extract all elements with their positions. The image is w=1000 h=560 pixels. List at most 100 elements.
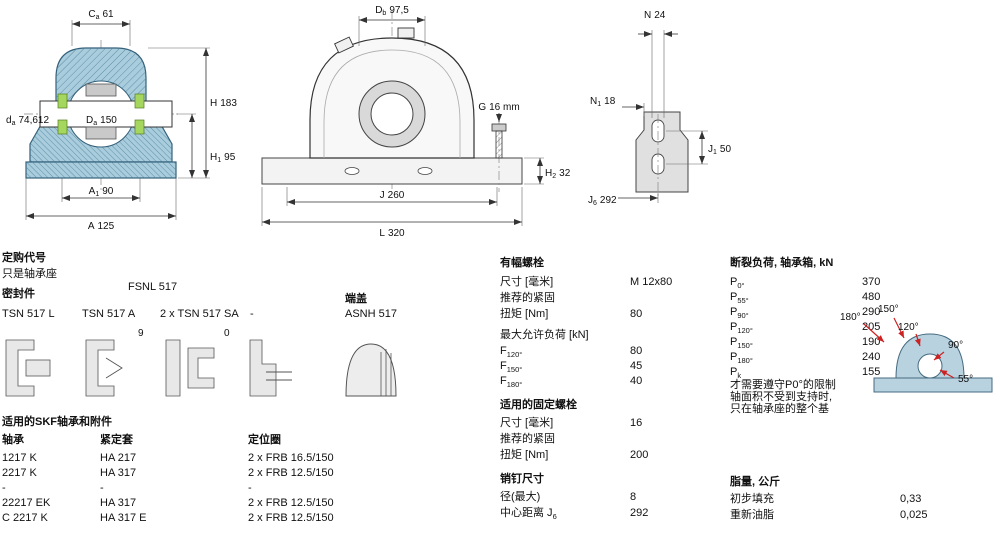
P55-label: P55°: [730, 291, 749, 306]
seal-option-2: TSN 517 A: [82, 308, 136, 320]
housing-only-label: 只是轴承座: [2, 268, 57, 280]
load-F180-label: F180°: [500, 375, 523, 390]
cap-bolt-size-label: 尺寸 [毫米]: [500, 276, 554, 288]
Pk-label: Pk: [730, 366, 742, 381]
end-cover-label: 端盖: [345, 293, 367, 305]
pin-dia-value: 8: [630, 491, 637, 503]
seal-option-1: TSN 517 L: [2, 308, 55, 320]
mini-housing: [873, 333, 993, 393]
end-cover-drawing: [345, 343, 397, 397]
table-cell: 22217 EK: [2, 497, 51, 509]
fixing-bolt-torque-label: 扭矩 [Nm]: [500, 449, 549, 461]
load-note-line-1: 才需要遵守P0°的限制: [730, 379, 836, 391]
seal-dim-left: 9: [138, 328, 144, 339]
load-F180-value: 40: [630, 375, 643, 387]
P180-value: 240: [862, 351, 881, 363]
load-note-line-3: 只在轴承座的整个基: [730, 403, 829, 415]
load-note-line-2: 轴面积不受到支持时,: [730, 391, 833, 403]
table-cell: HA 317: [100, 497, 137, 509]
seal-drawing-alt: [249, 339, 292, 397]
seal-drawing-tsn-l: [5, 339, 51, 397]
table-cell: 1217 K: [2, 452, 37, 464]
table-cell: 2 x FRB 12.5/150: [248, 497, 334, 509]
P120-value: 205: [862, 321, 881, 333]
cap-bolt-recommend-label: 推荐的紧固: [500, 292, 555, 304]
seal-dim-right: 0: [224, 328, 230, 339]
P180-label: P180°: [730, 351, 753, 366]
P55-value: 480: [862, 291, 881, 303]
P120-label: P120°: [730, 321, 753, 336]
table-cell: C 2217 K: [2, 512, 48, 524]
seal-drawing-tsn-a: [85, 339, 123, 397]
angle-90: 90°: [948, 340, 963, 351]
P0-value: 370: [862, 276, 881, 288]
grease-initial-value: 0,33: [900, 493, 922, 505]
load-F120-label: F120°: [500, 345, 523, 360]
end-cover-designation: ASNH 517: [345, 308, 397, 320]
breaking-loads-heading: 断裂负荷, 轴承箱, kN: [730, 257, 834, 269]
table-cell: HA 317 E: [100, 512, 147, 524]
load-angle-arrows: [863, 317, 955, 379]
cap-bolt-size-value: M 12x80: [630, 276, 673, 288]
table-cell: HA 217: [100, 452, 137, 464]
grease-relube-label: 重新油脂: [730, 509, 774, 521]
max-load-label: 最大允许负荷 [kN]: [500, 329, 589, 341]
table-cell: HA 317: [100, 467, 137, 479]
seal-option-4: -: [250, 308, 254, 320]
load-F120-value: 80: [630, 345, 643, 357]
table-cell: 2217 K: [2, 467, 37, 479]
cap-bolts-heading: 有幅螺栓: [500, 257, 544, 269]
pin-dia-label: 径(最大): [500, 491, 541, 503]
table-cell: -: [2, 482, 6, 494]
seal-drawing-tsn-sa: [165, 339, 215, 397]
end-view-shapes: [635, 111, 689, 196]
fixing-bolt-recommend-label: 推荐的紧固: [500, 433, 555, 445]
seal-option-3: 2 x TSN 517 SA: [160, 308, 239, 320]
col-sleeve: 紧定套: [100, 434, 133, 446]
table-cell: 2 x FRB 12.5/150: [248, 467, 334, 479]
table-cell: 2 x FRB 12.5/150: [248, 512, 334, 524]
Pk-value: 155: [862, 366, 881, 378]
load-direction-diagram: 180° 150° 120° 90° 55°: [840, 304, 993, 393]
pins-heading: 销钉尺寸: [500, 473, 544, 485]
load-F150-label: F150°: [500, 360, 523, 375]
grease-initial-label: 初步填充: [730, 493, 774, 505]
P90-label: P90°: [730, 306, 749, 321]
fixing-bolt-size-value: 16: [630, 417, 643, 429]
table-cell: -: [100, 482, 104, 494]
angle-150: 150°: [878, 304, 899, 315]
housing-section-shapes: [24, 40, 178, 192]
angle-120: 120°: [898, 322, 919, 333]
grease-relube-value: 0,025: [900, 509, 928, 521]
P0-label: P0°: [730, 276, 745, 291]
load-F150-value: 45: [630, 360, 643, 372]
fixing-bolts-heading: 适用的固定螺栓: [500, 399, 577, 411]
col-locating-ring: 定位圈: [248, 434, 281, 446]
fixing-bolt-torque-value: 200: [630, 449, 649, 461]
col-bearing: 轴承: [2, 434, 24, 446]
P90-value: 290: [862, 306, 881, 318]
P150-value: 190: [862, 336, 881, 348]
